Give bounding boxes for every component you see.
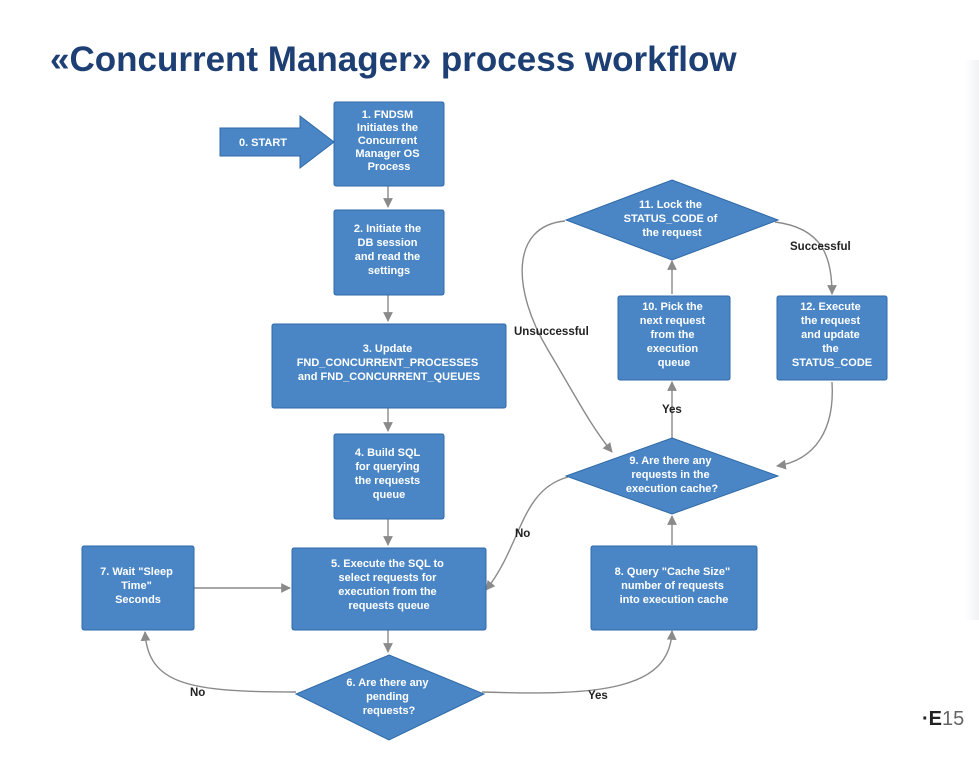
node-3-text: 3. Update FND_CONCURRENT_PROCESSES and F… <box>297 343 482 383</box>
node-6-text: 6. Are there any pending requests? <box>346 677 431 717</box>
connectors <box>140 186 837 694</box>
node-7-wait: 7. Wait "Sleep Time" Seconds <box>81 545 195 631</box>
edge-label-yes-query: Yes <box>588 690 608 702</box>
edge-label-no-wait: No <box>190 687 205 699</box>
edge-11-to-12 <box>774 221 837 295</box>
node-2-db-session: 2. Initiate the DB session and read the … <box>333 209 445 296</box>
start-label: 0. START <box>239 137 287 149</box>
node-8-text: 8. Query "Cache Size" number of requests… <box>615 566 734 606</box>
start-node: 0. START <box>219 114 335 170</box>
node-5-execute-sql: 5. Execute the SQL to select requests fo… <box>291 547 487 631</box>
node-11-text: 11. Lock the STATUS_CODE of the request <box>624 199 721 239</box>
node-6-pending-requests: 6. Are there any pending requests? <box>294 654 486 741</box>
node-11-lock-status: 11. Lock the STATUS_CODE of the request <box>564 179 780 261</box>
slide-title: «Concurrent Manager» process workflow <box>50 40 737 79</box>
page-number-mark: ·E <box>922 708 942 730</box>
node-1-text: 1. FNDSM Initiates the Concurrent Manage… <box>355 109 422 173</box>
edge-11-to-9 <box>521 220 613 453</box>
node-10-pick-request: 10. Pick the next request from the execu… <box>617 295 731 381</box>
node-12-text: 12. Execute the request and update the S… <box>792 301 872 369</box>
node-5-text: 5. Execute the SQL to select requests fo… <box>331 558 447 612</box>
edge-label-unsuccessful: Unsuccessful <box>514 326 589 338</box>
node-9-requests-in-cache: 9. Are there any requests in the executi… <box>564 437 780 515</box>
node-4-text: 4. Build SQL for querying the requests q… <box>355 447 423 501</box>
page-number-value: 15 <box>942 708 965 730</box>
edge-12-to-9 <box>776 381 833 470</box>
node-9-text: 9. Are there any requests in the executi… <box>626 455 719 495</box>
node-12-execute-request: 12. Execute the request and update the S… <box>776 295 888 381</box>
node-2-text: 2. Initiate the DB session and read the … <box>354 223 424 277</box>
edge-label-no-exec: No <box>515 528 530 540</box>
slide-edge-strip <box>965 60 979 620</box>
node-4-build-sql: 4. Build SQL for querying the requests q… <box>333 433 445 520</box>
edge-label-successful: Successful <box>790 241 851 253</box>
node-10-text: 10. Pick the next request from the execu… <box>640 301 708 369</box>
edge-6-to-7 <box>140 631 297 693</box>
page-number: ·E15 <box>922 708 964 731</box>
edge-9-to-5 <box>485 476 569 591</box>
edge-6-to-8 <box>481 630 677 694</box>
node-7-text: 7. Wait "Sleep Time" Seconds <box>100 566 176 606</box>
node-1-fndsm: 1. FNDSM Initiates the Concurrent Manage… <box>333 101 445 187</box>
edge-label-yes-pick: Yes <box>662 404 682 416</box>
node-8-query-cache: 8. Query "Cache Size" number of requests… <box>590 545 758 631</box>
node-3-update: 3. Update FND_CONCURRENT_PROCESSES and F… <box>271 323 507 409</box>
